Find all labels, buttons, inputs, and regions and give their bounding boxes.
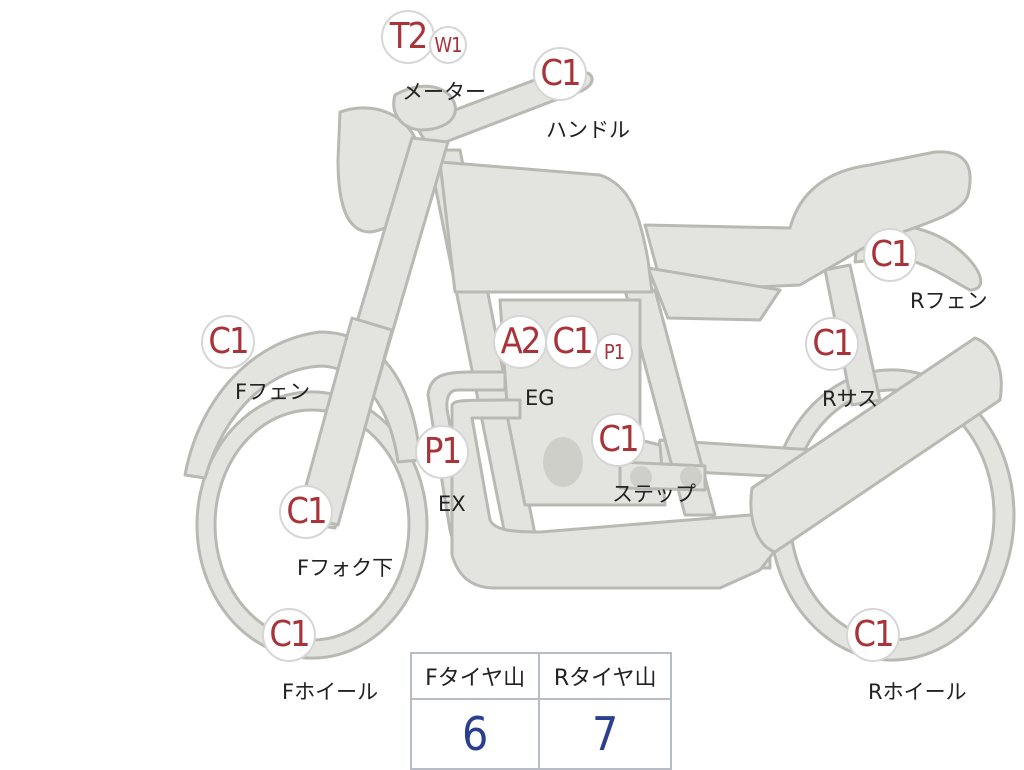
exhaust-pipe-lower bbox=[450, 398, 802, 590]
rear-tread-value: 7 bbox=[538, 698, 672, 770]
badge-r-sus: C1 bbox=[805, 317, 859, 371]
badge-f-wheel: C1 bbox=[262, 608, 316, 662]
front-tread-value: 6 bbox=[409, 698, 541, 770]
tire-tread-value-row: 6 7 bbox=[409, 698, 672, 770]
badge-r-fender: C1 bbox=[863, 228, 917, 282]
badge-eg-p1: P1 bbox=[595, 333, 633, 371]
badge-eg-a2: A2 bbox=[493, 315, 547, 369]
label-meter: メーター bbox=[402, 80, 486, 104]
label-r-fender: Rフェン bbox=[910, 289, 988, 313]
label-f-fork: Fフォク下 bbox=[297, 556, 394, 580]
tire-tread-table: Fタイヤ山 Rタイヤ山 6 7 bbox=[409, 652, 672, 770]
badge-handle: C1 bbox=[533, 47, 587, 101]
label-r-sus: Rサス bbox=[822, 387, 879, 411]
label-ex: EX bbox=[438, 492, 466, 516]
label-handle: ハンドル bbox=[546, 118, 630, 142]
label-f-fender: Fフェン bbox=[235, 380, 311, 404]
badge-r-wheel: C1 bbox=[846, 608, 900, 662]
muffler bbox=[749, 336, 1003, 554]
badge-eg-c1: C1 bbox=[545, 315, 599, 369]
meter-housing bbox=[392, 84, 457, 132]
seat bbox=[643, 150, 972, 292]
rear-wheel bbox=[768, 368, 1016, 662]
label-eg: EG bbox=[525, 386, 555, 410]
label-r-wheel: Rホイール bbox=[868, 680, 967, 704]
rear-tread-header: Rタイヤ山 bbox=[538, 652, 672, 700]
badge-meter-w1: W1 bbox=[429, 26, 467, 64]
footpeg-knob-right bbox=[680, 466, 702, 488]
front-tread-header: Fタイヤ山 bbox=[409, 652, 541, 700]
front-wheel bbox=[195, 390, 429, 660]
label-step: ステップ bbox=[612, 482, 696, 506]
badge-ex: P1 bbox=[415, 425, 469, 479]
badge-step: C1 bbox=[591, 413, 645, 467]
fuel-tank bbox=[438, 160, 654, 294]
label-f-wheel: Fホイール bbox=[282, 680, 379, 704]
fork-lower bbox=[296, 316, 394, 527]
footpeg-knob-left bbox=[630, 466, 652, 488]
engine-cover bbox=[543, 437, 583, 487]
badge-meter-t2: T2 bbox=[381, 10, 435, 64]
badge-f-fender: C1 bbox=[201, 315, 255, 369]
badge-f-fork: C1 bbox=[279, 485, 333, 539]
side-cover bbox=[646, 266, 782, 322]
tire-tread-header-row: Fタイヤ山 Rタイヤ山 bbox=[409, 652, 672, 700]
